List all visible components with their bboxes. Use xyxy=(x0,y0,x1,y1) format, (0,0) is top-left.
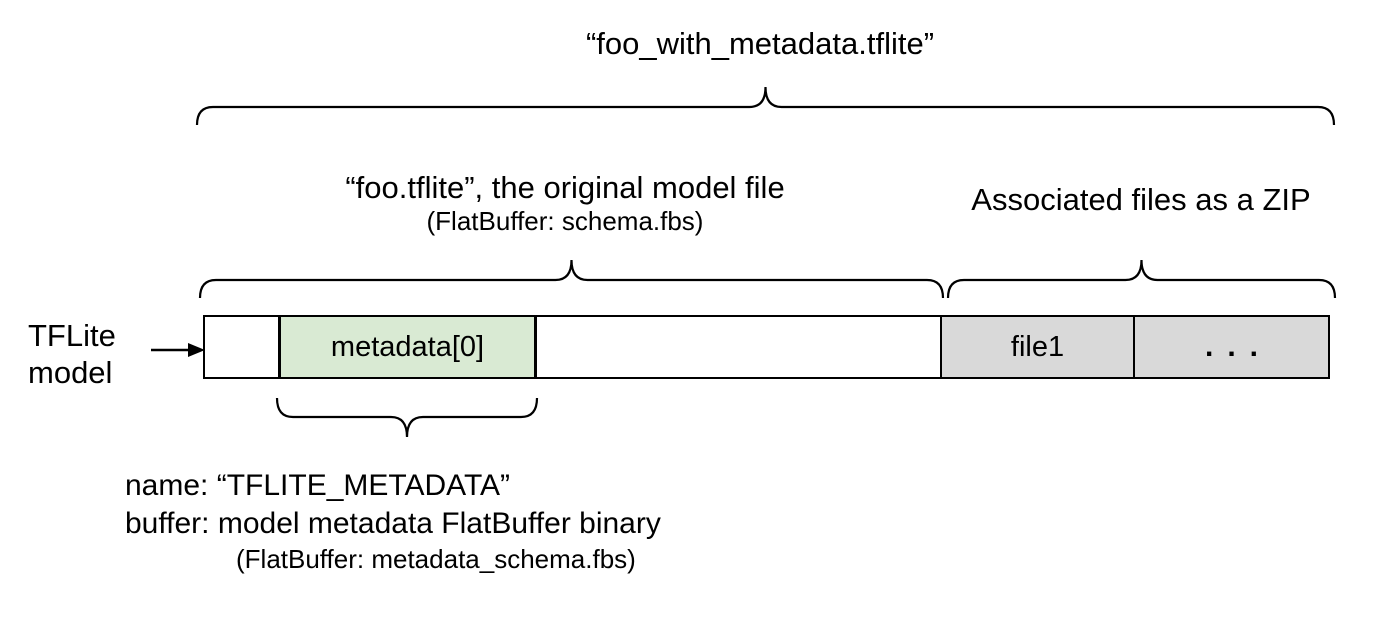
file-title: “foo_with_metadata.tflite” xyxy=(585,26,935,61)
file1-segment-label: file1 xyxy=(1010,330,1065,363)
brace-model-section xyxy=(198,259,945,299)
note-buffer-line: buffer: model metadata FlatBuffer binary xyxy=(125,507,661,540)
model-section-label: “foo.tflite”, the original model file (F… xyxy=(265,170,865,237)
brace-whole-file xyxy=(195,86,1336,126)
arrow-right-icon xyxy=(151,343,205,357)
metadata-note: name: “TFLITE_METADATA” buffer: model me… xyxy=(125,467,661,576)
bar-segment-model-body xyxy=(537,317,940,377)
note-name-line: name: “TFLITE_METADATA” xyxy=(125,469,511,502)
bar-segment-metadata: metadata[0] xyxy=(278,317,537,377)
model-bar: metadata[0] file1 ... xyxy=(203,315,1330,379)
note-schema-line: (FlatBuffer: metadata_schema.fbs) xyxy=(236,544,636,574)
metadata-segment-label: metadata[0] xyxy=(330,330,485,363)
brace-zip-section xyxy=(946,259,1337,299)
model-section-title: “foo.tflite”, the original model file xyxy=(345,170,785,205)
tflite-model-label: TFLite model xyxy=(28,318,116,390)
more-files-segment-label: ... xyxy=(1204,330,1272,363)
brace-metadata-entry xyxy=(275,397,539,438)
bar-segment-file1: file1 xyxy=(940,317,1133,377)
bar-segment-more-files: ... xyxy=(1133,317,1328,377)
bar-segment-empty xyxy=(205,317,278,377)
model-section-subtitle: (FlatBuffer: schema.fbs) xyxy=(426,206,704,236)
zip-section-label: Associated files as a ZIP xyxy=(971,182,1311,217)
